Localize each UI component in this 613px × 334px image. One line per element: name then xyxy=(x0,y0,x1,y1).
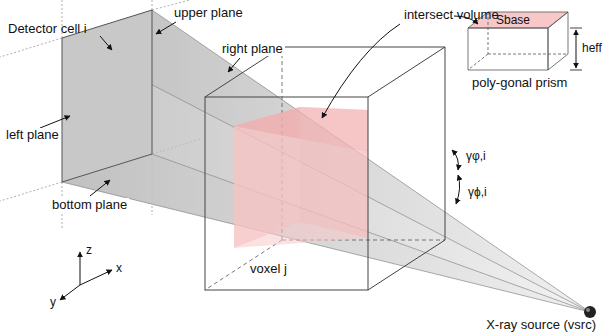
prism-label: poly-gonal prism xyxy=(472,76,567,90)
plane-label: right plane xyxy=(220,42,285,56)
plane-label: left plane xyxy=(4,128,61,142)
xray-source xyxy=(584,306,596,318)
axis-label: x xyxy=(116,262,122,275)
leader-arrows xyxy=(40,16,478,196)
xray-source-highlight xyxy=(586,308,590,312)
coordinate-axes xyxy=(60,252,112,300)
voxel-label: voxel j xyxy=(250,262,287,276)
detector-label: Detector cell i xyxy=(8,22,87,36)
volume-label: intersect volume xyxy=(404,8,499,22)
angle-label: γφ,i xyxy=(464,150,488,163)
plane-label: bottom plane xyxy=(50,198,129,212)
intersect-volume xyxy=(234,107,368,248)
plane-label: upper plane xyxy=(172,6,245,20)
area-label: Sbase xyxy=(496,14,530,27)
angle-arcs xyxy=(452,150,460,204)
height-label: heff xyxy=(582,42,602,55)
cube-hidden-edges xyxy=(205,47,445,290)
angle-label: γϕ,i xyxy=(466,186,489,199)
axis-label: y xyxy=(50,296,56,309)
axis-label: z xyxy=(86,244,92,257)
projection-frustum xyxy=(62,10,590,312)
voxel-cube xyxy=(205,47,445,290)
source-label: X-ray source (vsrc) xyxy=(486,318,596,332)
